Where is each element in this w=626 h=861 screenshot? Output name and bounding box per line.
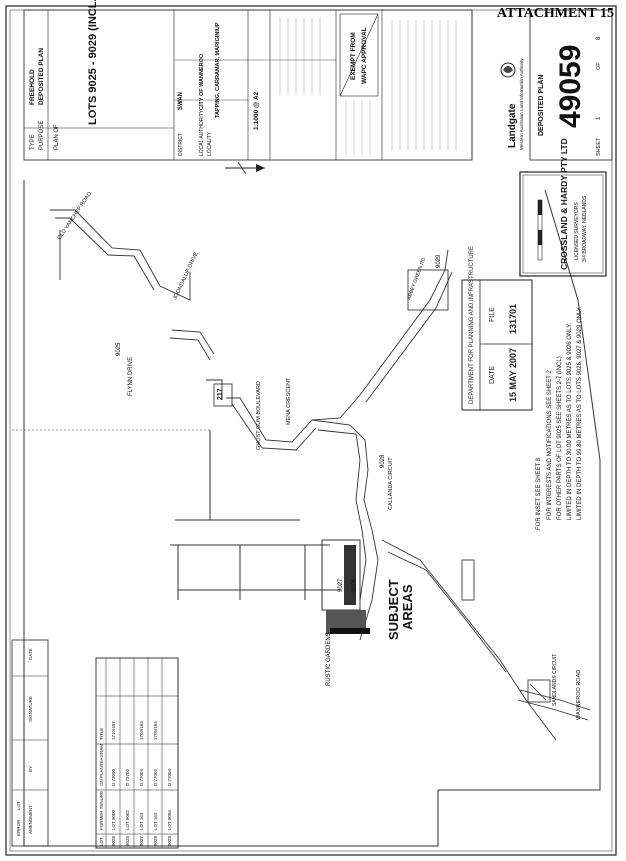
- lot-table: LOT FORMER TENURE ON PLAN/DIAGRAM TITLE …: [95, 657, 179, 849]
- lot-9029-label: 9029: [436, 254, 442, 268]
- type-value: FREEHOLD: [29, 69, 36, 105]
- stamp-heading: DEPARTMENT FOR PLANNING AND INFRASTRUCTU…: [469, 246, 475, 404]
- svg-text:LOT: LOT: [16, 801, 21, 810]
- exempt-line2: WAPC APPROVAL: [361, 27, 368, 84]
- svg-text:D 73090: D 73090: [111, 768, 116, 786]
- svg-text:9028: 9028: [153, 835, 158, 846]
- svg-text:LIMITED IN DEPTH TO 99.80 METR: LIMITED IN DEPTH TO 99.80 METRES AS TO L…: [577, 306, 583, 520]
- svg-text:LOT 163: LOT 163: [139, 812, 144, 830]
- svg-text:D 77004: D 77004: [139, 768, 144, 786]
- svg-text:D 77002: D 77002: [153, 768, 158, 786]
- plan-number: 49059: [554, 45, 587, 128]
- svg-text:LOT 9004: LOT 9004: [167, 810, 172, 830]
- svg-text:AMENDMENT: AMENDMENT: [28, 805, 33, 834]
- sandlands-circuit-label: SANDLANDS CIRCUIT: [552, 654, 558, 706]
- svg-text:D 73702: D 73702: [125, 768, 130, 786]
- svg-text:DATE: DATE: [28, 648, 33, 660]
- local-authority-label: LOCAL AUTHORITY: [199, 109, 205, 156]
- svg-text:ERROR: ERROR: [16, 819, 21, 836]
- callanda-circuit-label: CALLANDA CIRCUIT: [388, 457, 394, 510]
- ghost-gum-boulevard-label: GHOST GUM BOULEVARD: [256, 381, 262, 450]
- svg-text:D 77004: D 77004: [167, 768, 172, 786]
- sheet-of: OF: [596, 62, 602, 70]
- deposited-plan-label: DEPOSITED PLAN: [538, 75, 545, 136]
- svg-text:LOT 162: LOT 162: [153, 812, 158, 830]
- type-label: TYPE: [30, 134, 36, 150]
- stamp-date-value: 15 MAY 2007: [508, 348, 518, 402]
- wanneroo-road-label: WANNEROO ROAD: [576, 670, 582, 720]
- locality-label: LOCALITY: [207, 131, 213, 156]
- svg-text:LIMITED IN DEPTH TO 30.00 METR: LIMITED IN DEPTH TO 30.00 METRES AS TO L…: [567, 323, 573, 520]
- svg-text:1705/163: 1705/163: [153, 721, 158, 740]
- rustic-gardens-label: RUSTIC GARDENS: [326, 632, 332, 686]
- plan-of-label: PLAN OF: [54, 124, 60, 150]
- lot-9027-label: 9027: [338, 578, 344, 592]
- sheet-label: SHEET: [596, 137, 602, 156]
- abbey-green-rd-label: ABBEY GREEN RD: [406, 257, 427, 301]
- svg-text:LOT 9002: LOT 9002: [125, 810, 130, 830]
- subject-areas-label-1: SUBJECT: [386, 579, 401, 640]
- sheet-number: 1: [596, 116, 602, 120]
- landgate-logo: Landgate Western Australian Land Informa…: [500, 58, 524, 150]
- subject-areas-label-2: AREAS: [400, 584, 415, 630]
- svg-text:LOT: LOT: [99, 837, 104, 846]
- svg-text:9026: 9026: [111, 835, 116, 846]
- joondalup-drive-label: JOONDALUP DRIVE: [172, 251, 199, 301]
- svg-text:FORMER TENURE: FORMER TENURE: [99, 791, 104, 830]
- svg-text:1710/467: 1710/467: [111, 721, 116, 740]
- svg-text:BY: BY: [28, 766, 33, 772]
- lot-9028-label: 9028: [380, 454, 386, 468]
- plan-of-value: LOTS 9025 - 9029 (INCL.): [87, 0, 99, 125]
- svg-text:Landgate: Landgate: [507, 103, 518, 148]
- old-yanchep-road-label: OLD YANCHEP ROAD: [57, 191, 93, 241]
- mena-crescent-label: MENA CRESCENT: [286, 377, 292, 425]
- stamp-file-value: 131701: [508, 304, 518, 334]
- sheet-total: 8: [596, 36, 602, 40]
- svg-text:SIGNATURE: SIGNATURE: [28, 696, 33, 722]
- svg-text:FOR INSET SEE SHEET 8: FOR INSET SEE SHEET 8: [536, 457, 542, 530]
- dpi-stamp: DEPARTMENT FOR PLANNING AND INFRASTRUCTU…: [461, 246, 533, 411]
- svg-text:1703/163: 1703/163: [139, 721, 144, 740]
- lot-217-label: 217: [217, 388, 224, 400]
- flynn-drive-label: FLYNN DRIVE: [128, 357, 134, 396]
- svg-text:FOR OTHER PARTS OF LOT 9025 SE: FOR OTHER PARTS OF LOT 9025 SEE SHEETS 2…: [557, 356, 563, 520]
- svg-text:CROSSLAND & HARDY PTY LTD: CROSSLAND & HARDY PTY LTD: [559, 138, 569, 270]
- north-arrow-icon: [225, 161, 265, 175]
- lot-9025-label: 9025: [116, 342, 122, 356]
- exempt-line1: EXEMPT FROM: [350, 32, 357, 80]
- amendment-table: ERROR LOT AMENDMENT BY SIGNATURE DATE: [11, 639, 49, 847]
- subject-lots: [213, 269, 551, 703]
- parcel-boundary: [12, 180, 601, 847]
- svg-text:9027: 9027: [139, 835, 144, 846]
- plan-notes: FOR INSET SEE SHEET 8 FOR INTERESTS AND …: [536, 306, 583, 530]
- svg-text:LICENSED SURVEYORS: LICENSED SURVEYORS: [574, 202, 580, 260]
- lot-9026-label: 9026: [352, 578, 358, 592]
- svg-text:LOT 9000: LOT 9000: [111, 810, 116, 830]
- surveyor-box: CROSSLAND & HARDY PTY LTD LICENSED SURVE…: [519, 138, 607, 277]
- stamp-file-label: FILE: [489, 307, 496, 322]
- purpose-label: PURPOSE: [39, 121, 45, 150]
- district-value: SWAN: [178, 92, 184, 110]
- svg-text:ON PLAN/DIAGRAM: ON PLAN/DIAGRAM: [99, 744, 104, 786]
- svg-text:FOR INTERESTS AND NOTIFICATION: FOR INTERESTS AND NOTIFICATIONS SEE SHEE…: [547, 370, 553, 520]
- map-labels: SUBJECT AREAS RUSTIC GARDENS FLYNN DRIVE…: [57, 191, 582, 720]
- scale-label: 1:1000 @ A2: [253, 91, 260, 130]
- svg-text:9025: 9025: [125, 835, 130, 846]
- purpose-value: DEPOSITED PLAN: [38, 48, 45, 105]
- title-block: TYPE FREEHOLD PURPOSE DEPOSITED PLAN PLA…: [23, 0, 613, 175]
- stamp-date-label: DATE: [489, 366, 496, 384]
- svg-text:TITLE: TITLE: [99, 728, 104, 740]
- svg-text:Western Australian Land Inform: Western Australian Land Information Auth…: [519, 58, 524, 150]
- locality-value: TAPPING, CARRAMAR, MARIGINIUP: [215, 22, 221, 118]
- svg-text:9029: 9029: [167, 835, 172, 846]
- svg-text:3/4 BROADWAY, NEDLANDS: 3/4 BROADWAY, NEDLANDS: [582, 195, 588, 262]
- local-authority-value: CITY OF WANNEROO: [199, 53, 205, 110]
- district-label: DISTRICT: [178, 133, 184, 156]
